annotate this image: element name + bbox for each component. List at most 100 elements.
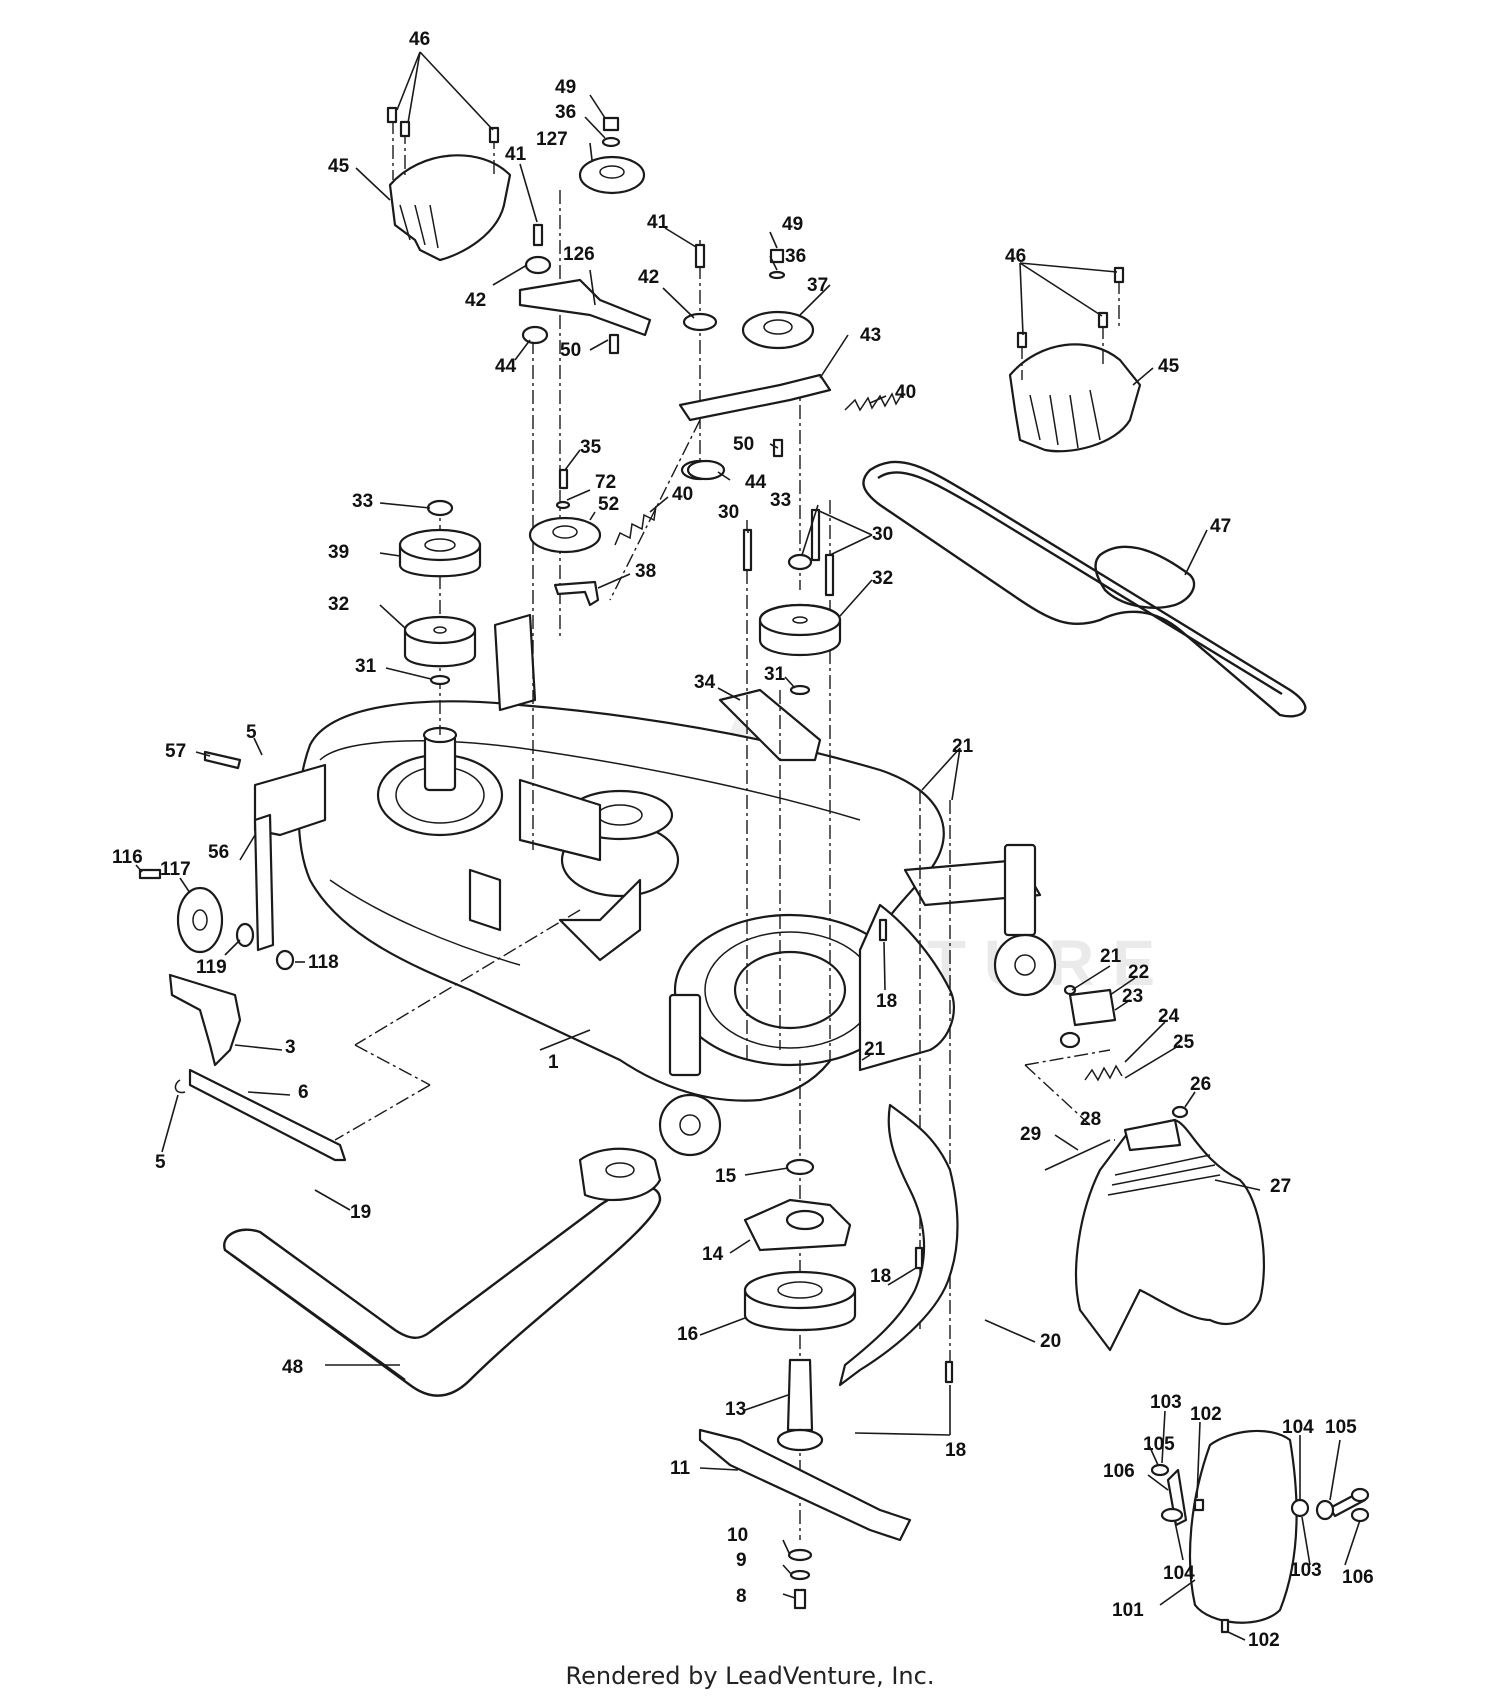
callout-31: 31 xyxy=(764,664,786,685)
callout-119: 119 xyxy=(196,957,227,978)
callout-52: 52 xyxy=(598,494,619,515)
callout-18: 18 xyxy=(945,1440,966,1461)
callout-45: 45 xyxy=(328,156,350,177)
callout-30: 30 xyxy=(718,502,739,523)
callout-5: 5 xyxy=(246,722,257,743)
callout-104: 104 xyxy=(1163,1563,1195,1584)
callout-34: 34 xyxy=(694,672,716,693)
callout-24: 24 xyxy=(1158,1006,1180,1027)
callout-25: 25 xyxy=(1173,1032,1195,1053)
callout-1: 1 xyxy=(548,1052,559,1073)
callout-18: 18 xyxy=(876,991,897,1012)
callout-13: 13 xyxy=(725,1399,746,1420)
callout-23: 23 xyxy=(1122,986,1143,1007)
callout-37: 37 xyxy=(807,275,828,296)
callout-40: 40 xyxy=(672,484,693,505)
callout-20: 20 xyxy=(1040,1331,1061,1352)
idler-pulley-52 xyxy=(528,468,602,607)
callout-10: 10 xyxy=(727,1525,748,1546)
deck-belt-48 xyxy=(223,1147,662,1397)
callout-21: 21 xyxy=(1100,946,1122,967)
washers-42-44 xyxy=(686,459,726,481)
render-credit: Rendered by LeadVenture, Inc. xyxy=(565,1662,935,1690)
callout-26: 26 xyxy=(1190,1074,1211,1095)
callout-50: 50 xyxy=(560,340,581,361)
callout-57: 57 xyxy=(165,741,186,762)
callout-102: 102 xyxy=(1190,1404,1222,1425)
mulch-plug-101 xyxy=(1150,1429,1370,1634)
callout-126: 126 xyxy=(563,244,595,265)
callout-56: 56 xyxy=(208,842,229,863)
callout-5: 5 xyxy=(155,1152,166,1173)
callout-labels: 46 45 49 36 1 27 41 126 42 44 50 41 42 49… xyxy=(112,29,1374,1651)
tension-spring-40-lower xyxy=(614,505,657,546)
callout-32: 32 xyxy=(872,568,893,589)
callout-40: 40 xyxy=(895,382,916,403)
callout-8: 8 xyxy=(736,1586,747,1607)
callout-18: 18 xyxy=(870,1266,891,1287)
discharge-chute-27 xyxy=(1044,984,1266,1352)
callout-22: 22 xyxy=(1128,962,1149,983)
callout-11: 11 xyxy=(670,1458,691,1479)
callout-102: 102 xyxy=(1248,1630,1280,1651)
callout-39: 39 xyxy=(328,542,349,563)
callout-30: 30 xyxy=(872,524,893,545)
baffle-20 xyxy=(838,918,959,1387)
left-gauge-wheel-assembly xyxy=(138,750,295,971)
callout-44: 44 xyxy=(495,356,517,377)
left-spindle-pulley-stack xyxy=(398,499,482,686)
callout-47: 47 xyxy=(1210,516,1231,537)
callout-103: 103 xyxy=(1150,1392,1182,1413)
callout-31: 31 xyxy=(355,656,377,677)
callout-21: 21 xyxy=(864,1039,886,1060)
callout-33: 33 xyxy=(770,490,791,511)
callout-42: 42 xyxy=(638,267,659,288)
callout-45: 45 xyxy=(1158,356,1180,377)
callout-41: 41 xyxy=(647,212,669,233)
callout-29: 29 xyxy=(1020,1124,1041,1145)
callout-49: 49 xyxy=(555,77,576,98)
belt-cover-right xyxy=(1008,266,1142,453)
callout-38: 38 xyxy=(635,561,656,582)
callout-3: 3 xyxy=(285,1037,296,1058)
callout-21: 21 xyxy=(952,736,974,757)
callout-105: 105 xyxy=(1143,1434,1175,1455)
callout-36: 36 xyxy=(555,102,576,123)
right-spindle-pulley-stack xyxy=(742,508,842,696)
callout-41: 41 xyxy=(505,144,527,165)
callout-36: 36 xyxy=(785,246,806,267)
callout-42: 42 xyxy=(465,290,486,311)
callout-48: 48 xyxy=(282,1357,303,1378)
callout-14: 14 xyxy=(702,1244,724,1265)
callout-106: 106 xyxy=(1103,1461,1135,1482)
callout-103: 103 xyxy=(1290,1560,1322,1581)
callout-19: 19 xyxy=(350,1202,371,1223)
leader-lines xyxy=(135,51,1361,1641)
callout-27: 27 xyxy=(1270,1176,1291,1197)
mower-deck-housing xyxy=(253,613,1057,1157)
callout-118: 118 xyxy=(308,952,339,973)
callout-105: 105 xyxy=(1325,1417,1357,1438)
tension-spring-40-upper xyxy=(844,392,903,412)
idler-bracket-126 xyxy=(518,116,652,355)
callout-15: 15 xyxy=(715,1166,737,1187)
callout-46: 46 xyxy=(409,29,430,50)
front-hitch-bracket-3 xyxy=(168,973,347,1162)
callout-16: 16 xyxy=(677,1324,698,1345)
callout-116: 116 xyxy=(112,847,143,868)
callout-28: 28 xyxy=(1080,1109,1101,1130)
callout-43: 43 xyxy=(860,325,881,346)
belt-cover-left xyxy=(386,106,512,262)
callout-46: 46 xyxy=(1005,246,1026,267)
callout-35: 35 xyxy=(580,437,602,458)
callout-50: 50 xyxy=(733,434,754,455)
callout-72: 72 xyxy=(595,472,616,493)
callout-104: 104 xyxy=(1282,1417,1314,1438)
callout-101: 101 xyxy=(1112,1600,1144,1621)
callout-117: 117 xyxy=(160,859,191,880)
callout-106: 106 xyxy=(1342,1567,1374,1588)
callout-44: 44 xyxy=(745,472,767,493)
callout-49: 49 xyxy=(782,214,803,235)
callout-32: 32 xyxy=(328,594,349,615)
